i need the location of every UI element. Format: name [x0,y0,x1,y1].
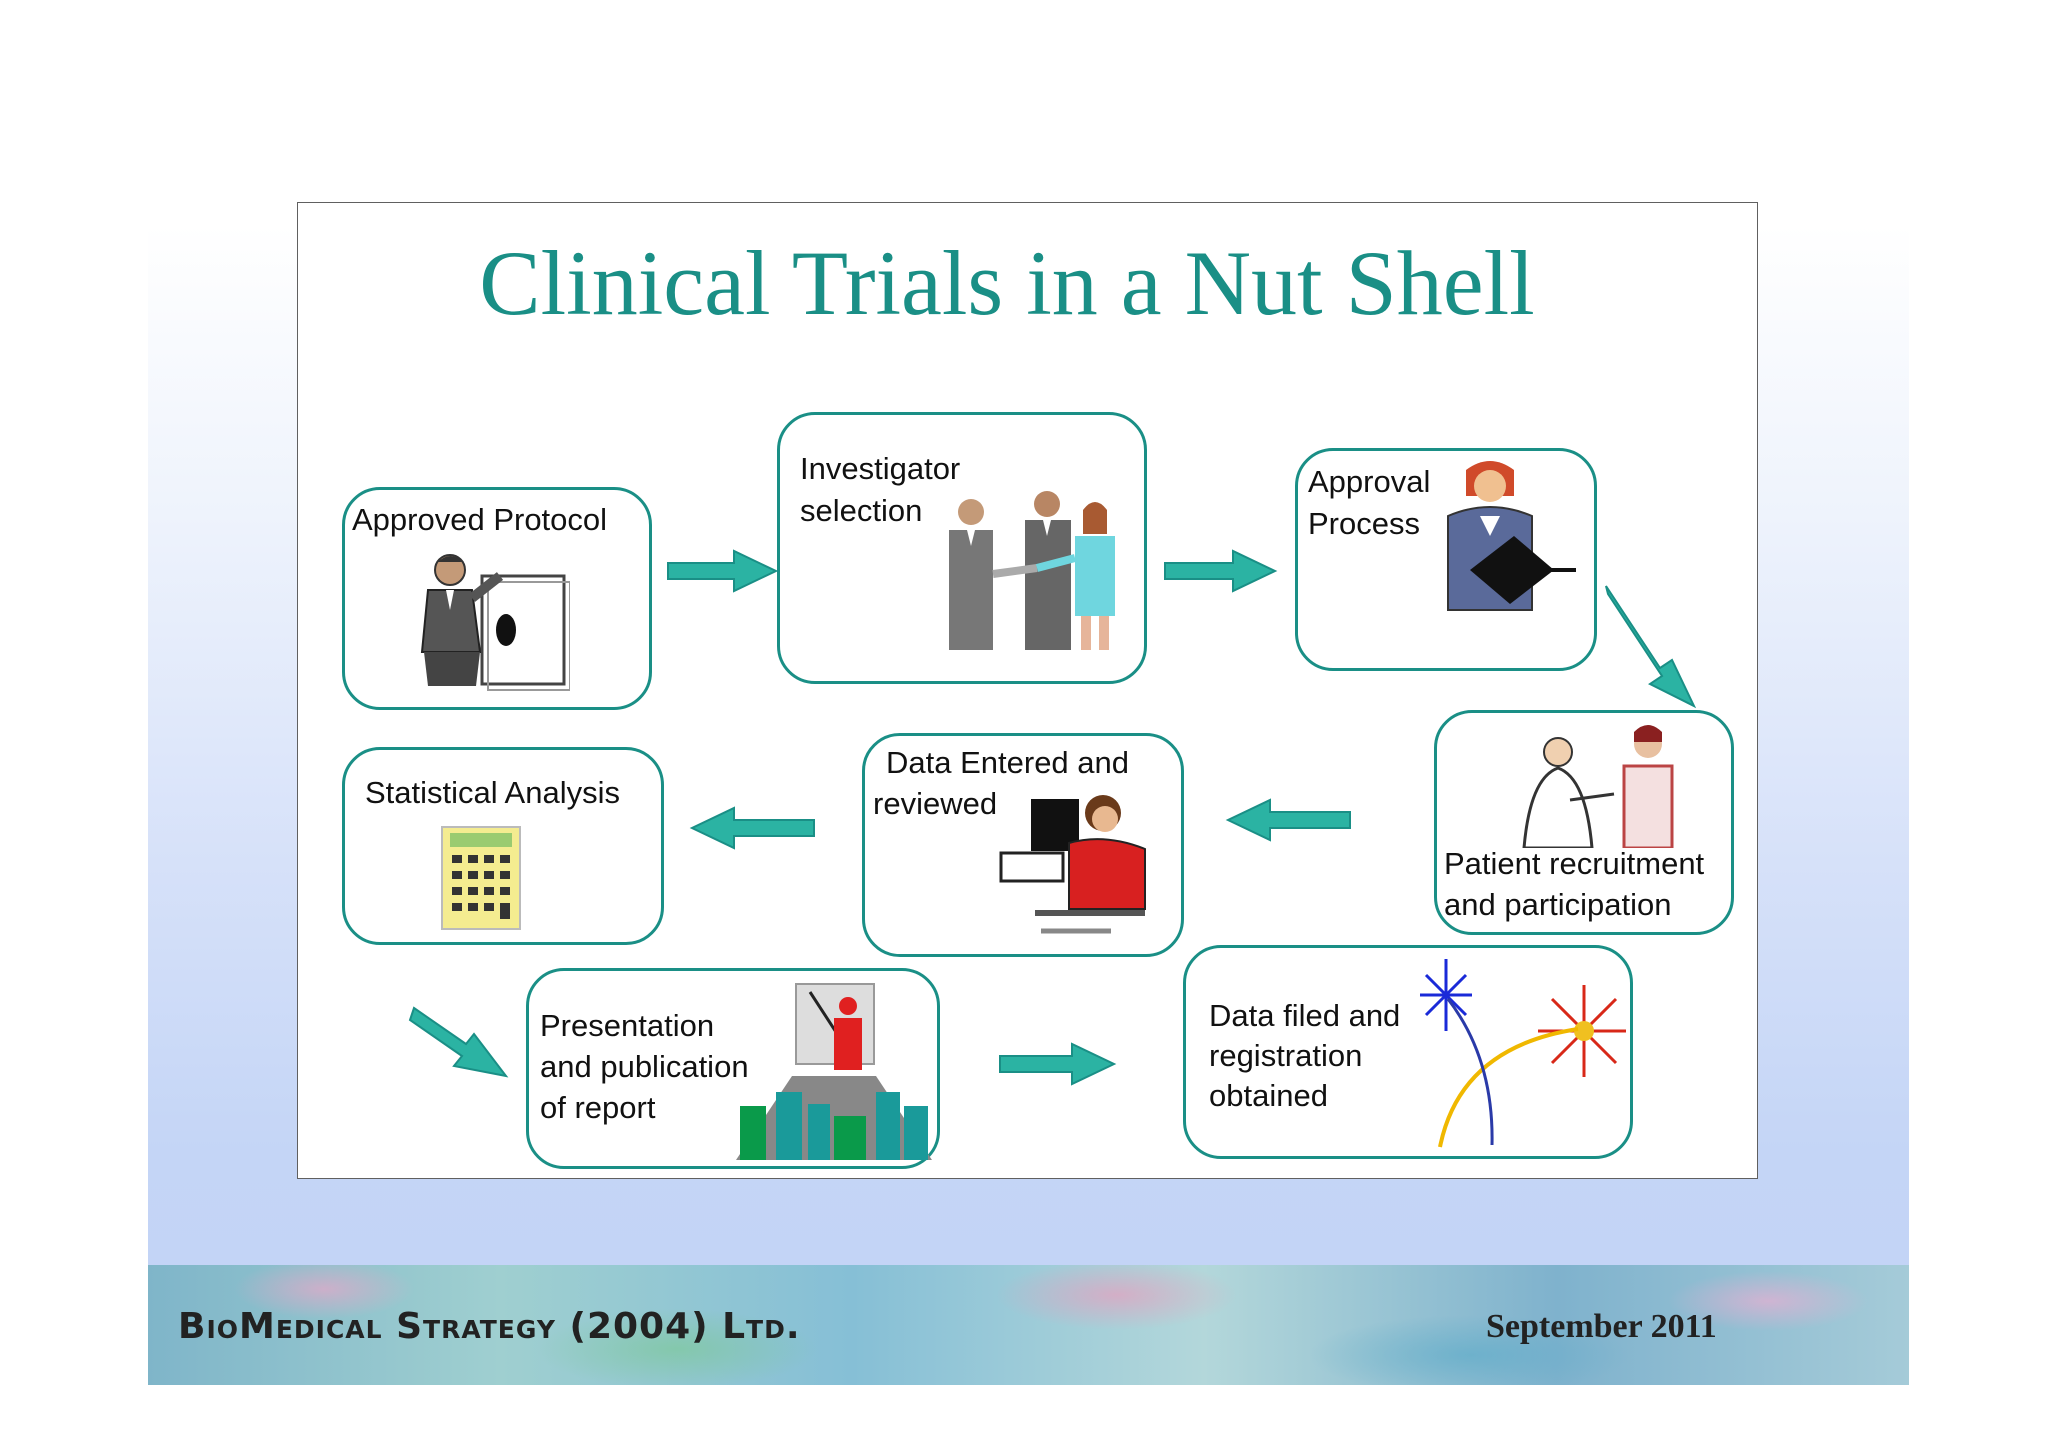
step-data-entered-label-line1: Data Entered and [886,745,1130,780]
step-data-entered-label-line2: reviewed [873,786,998,821]
fireworks-icon [1420,959,1626,1148]
step-patient-recruitment-label-line1: Patient recruitment [1444,846,1705,881]
step-data-filed-label-line2: registration [1209,1038,1363,1073]
step-statistical-analysis-label: Statistical Analysis [365,775,620,810]
step-data-filed-label-line1: Data filed and [1209,998,1401,1033]
doctor-patient-icon [1522,725,1674,848]
presenter-chart-icon [420,554,570,691]
woman-clipboard-icon [1447,461,1576,611]
step-data-filed [1183,945,1633,1159]
arrow-presentation-to-data-filed [999,1042,1117,1086]
step-presentation-label-line1: Presentation [540,1008,715,1043]
arrow-statistics-to-presentation [408,1006,509,1078]
step-investigator-selection-label-line2: selection [800,493,923,528]
arrow-investigator-to-approval [1164,549,1278,593]
handshake-people-icon [949,491,1115,650]
arrow-protocol-to-investigator [667,549,779,593]
arrow-data-entered-to-statistics [689,806,815,850]
footer-band [148,1265,1909,1385]
lecture-audience-icon [736,983,932,1160]
calculator-icon [441,826,521,930]
arrow-approval-to-patient [1605,585,1697,709]
step-approval-process-label-line1: Approval [1308,464,1431,499]
step-investigator-selection-label-line1: Investigator [800,451,961,486]
arrow-patient-to-data-entered [1225,798,1351,842]
step-approved-protocol-label: Approved Protocol [352,502,608,537]
step-presentation-label-line3: of report [540,1090,656,1125]
step-data-filed-label-line3: obtained [1209,1078,1328,1113]
computer-operator-icon [999,795,1146,934]
company-name: BioMedical Strategy (2004) Ltd. [178,1306,801,1347]
step-presentation-label-line2: and publication [540,1049,749,1084]
step-approval-process [1295,448,1597,671]
footer-date: September 2011 [1486,1308,1717,1345]
step-patient-recruitment-label-line2: and participation [1444,887,1672,922]
step-approval-process-label-line2: Process [1308,506,1420,541]
diagram-title: Clinical Trials in a Nut Shell [479,232,1535,334]
